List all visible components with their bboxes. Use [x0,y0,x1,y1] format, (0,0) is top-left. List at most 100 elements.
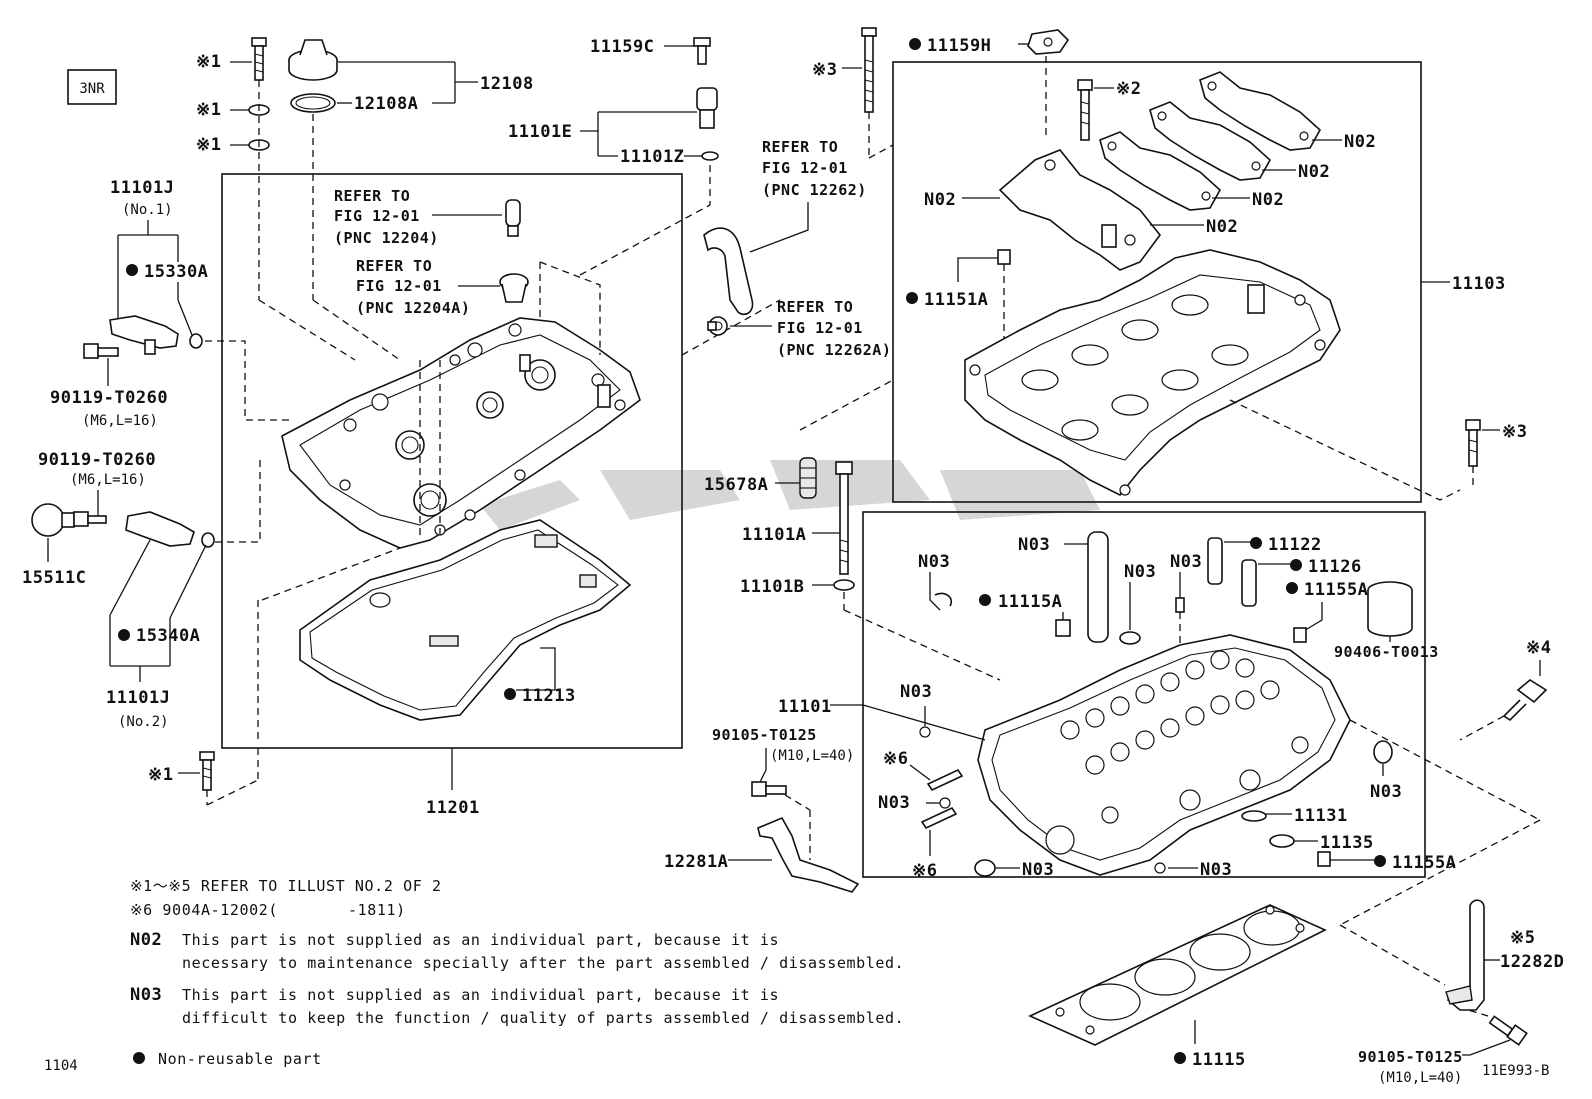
label-90105-b: 90105-T0125 [1358,1048,1463,1066]
label-15340A: 15340A [136,626,200,646]
valve-guide-11126 [1241,559,1257,607]
mark-5: ※5 [1510,928,1535,948]
note-n03-line2: difficult to keep the function / quality… [182,1009,904,1027]
oil-control-valve-no2 [125,511,215,548]
ref1-line3: (PNC 12204) [334,229,439,247]
seal-11135 [1269,834,1295,848]
plug-n03-a [934,592,953,607]
seal-11131 [1241,810,1267,822]
bolt-m2 [1077,79,1093,141]
footer-illustration-id: 11E993-B [1482,1063,1549,1079]
label-n03-d: N03 [1170,552,1202,572]
label-11115A: 11115A [998,592,1062,612]
head-bolt-11101A [835,461,853,575]
bolt-90105-a [751,781,787,797]
label-90105-a-sub: (M10,L=40) [770,748,854,764]
label-11103: 11103 [1452,274,1506,294]
label-n02-4: N02 [1206,217,1238,237]
label-11155A-bottom: 11155A [1392,853,1456,873]
plug-n03-g [974,859,996,877]
label-12282D: 12282D [1500,952,1564,972]
non-reusable-dot-11126 [1290,559,1302,571]
ref3-line1: REFER TO [762,138,838,156]
label-11101E: 11101E [508,122,572,142]
plug-n03-h [1154,862,1166,874]
label-11159C: 11159C [590,37,654,57]
label-n02-2: N02 [1298,162,1330,182]
label-11213: 11213 [522,686,576,706]
mark-6-a: ※6 [883,749,908,769]
mark-3-b: ※3 [1502,422,1527,442]
sensor-bolt-11159C [693,37,711,65]
legend-non-reusable: Non-reusable part [158,1050,322,1068]
note-m6-range: -1811) [348,901,406,919]
label-11101: 11101 [778,697,832,717]
label-12108A: 12108A [354,94,418,114]
label-n03-a: N03 [918,552,950,572]
label-12108: 12108 [480,74,534,94]
bolt-m3-right [1465,419,1481,467]
legend-dot [133,1052,145,1064]
ref2-line2: FIG 12-01 [356,277,442,295]
note-n02-line2: necessary to maintenance specially after… [182,954,904,972]
engine-hanger-12282D [1445,899,1485,1011]
camshaft-housing [964,249,1341,497]
cylinder-head-cover-gasket [299,519,632,721]
label-11115: 11115 [1192,1050,1246,1070]
bearing-cap-4 [998,149,1162,271]
valve-seats [1060,650,1280,775]
label-11131: 11131 [1294,806,1348,826]
note-n02-line1: This part is not supplied as an individu… [182,931,779,949]
note-n03-code: N03 [130,985,162,1005]
bearing-cap-2 [1149,101,1272,181]
mark-2: ※2 [1116,79,1141,99]
label-n03-h: N03 [1200,860,1232,880]
cylinder-head-frame [862,511,1426,878]
bolt-m1-top [251,37,267,81]
ref2-line1: REFER TO [356,257,432,275]
mark-6-b: ※6 [912,861,937,881]
label-11159H: 11159H [927,36,991,56]
ref1-line2: FIG 12-01 [334,207,420,225]
cylinder-head-cover [281,317,641,549]
sensor-o-ring [701,151,719,161]
bolt-90119-b [73,511,107,527]
mark-3-a: ※3 [812,60,837,80]
label-11101B: 11101B [740,577,804,597]
label-11101A: 11101A [742,525,806,545]
mark-1-d: ※1 [148,765,173,785]
note-m6-code: ※6 9004A-12002( [130,901,278,919]
bearing-cap-3 [1099,131,1222,211]
label-n03-g: N03 [1022,860,1054,880]
cam-position-sensor [696,87,718,129]
non-reusable-dot-15330A [126,264,138,276]
non-reusable-dot-15340A [118,629,130,641]
ref4-line1: REFER TO [777,298,853,316]
engine-code: 3NR [79,81,105,97]
plug-n03-e [919,726,931,738]
label-90105-b-sub: (M10,L=40) [1378,1070,1462,1086]
stud-m6-a [926,768,964,792]
ref4-line2: FIG 12-01 [777,319,863,337]
note-n03-line1: This part is not supplied as an individu… [182,986,779,1004]
ref1-line1: REFER TO [334,187,410,205]
oil-pressure-switch-15511C [31,503,75,537]
pin-n03-d [1175,597,1185,613]
seal-plate-11159H [1027,29,1070,55]
label-11101J-no2-sub: (No.2) [118,714,169,730]
ref3-line3: (PNC 12262) [762,181,867,199]
cylinder-head-gasket [1028,904,1327,1046]
label-n03-f: N03 [878,793,910,813]
label-90119-b-sub: (M6,L=16) [70,472,146,488]
label-11126: 11126 [1308,557,1362,577]
temp-sensor-m4 [1502,679,1548,722]
label-n03-c: N03 [1124,562,1156,582]
ref2-line3: (PNC 12204A) [356,299,470,317]
oil-control-valve-no1 [109,315,203,355]
label-11122: 11122 [1268,535,1322,555]
pin-11155A-top [1293,627,1307,643]
ref3-line2: FIG 12-01 [762,159,848,177]
label-11201: 11201 [426,798,480,818]
non-reusable-dot-11122 [1250,537,1262,549]
